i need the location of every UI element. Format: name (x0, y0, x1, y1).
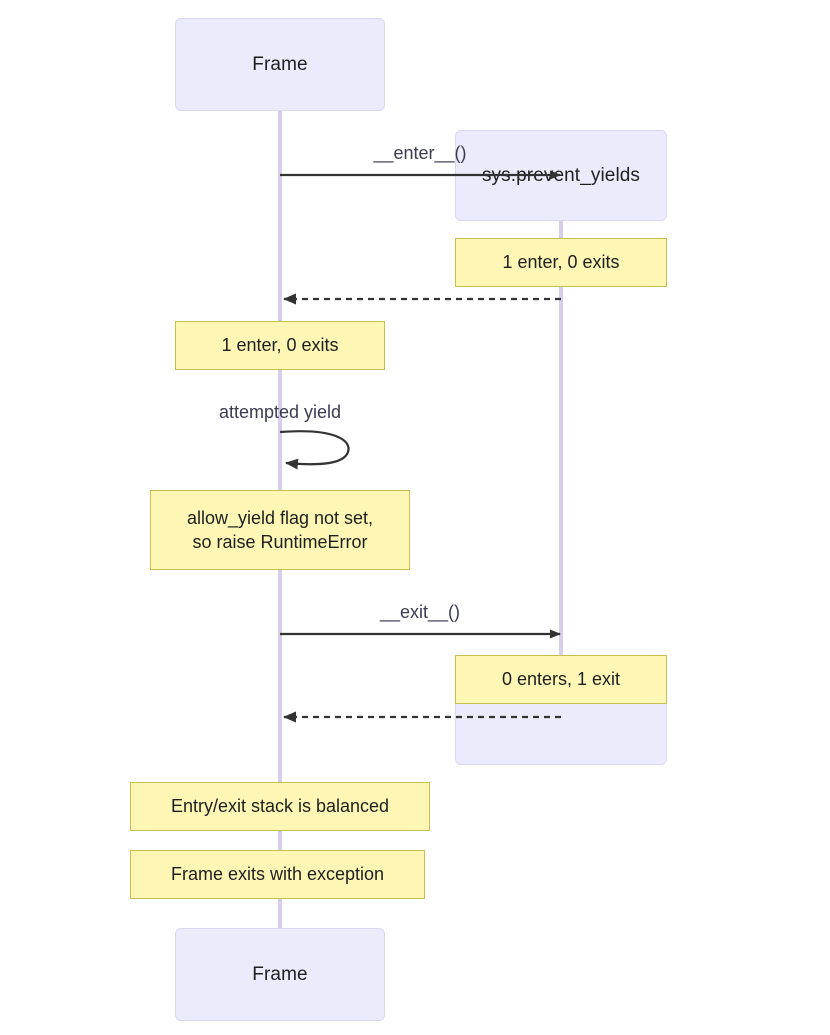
note-prevent-yields-0-enters-1-exit: 0 enters, 1 exit (455, 655, 667, 704)
message-label-attempted-yield: attempted yield (218, 402, 342, 422)
actor-top-frame-label: Frame (252, 53, 308, 75)
note-entry-exit-balanced: Entry/exit stack is balanced (130, 782, 430, 831)
arrow-attempted-yield (279, 430, 350, 470)
actor-bottom-frame[interactable]: Frame (175, 928, 385, 1021)
message-label-enter: __enter__() (373, 143, 467, 163)
note-allow-yield-flag: allow_yield flag not set, so raise Runti… (150, 490, 410, 570)
note-frame-1-enter-0-exits: 1 enter, 0 exits (175, 321, 385, 370)
message-label-exit: __exit__() (379, 602, 461, 622)
actor-top-prevent-yields-label: sys.prevent_yields (481, 164, 641, 186)
actor-top-frame[interactable]: Frame (175, 18, 385, 111)
note-frame-exits-with-exception: Frame exits with exception (130, 850, 425, 899)
actor-bottom-frame-label: Frame (252, 963, 308, 985)
note-prevent-yields-1-enter-0-exits: 1 enter, 0 exits (455, 238, 667, 287)
lifeline-prevent-yields (559, 221, 563, 672)
